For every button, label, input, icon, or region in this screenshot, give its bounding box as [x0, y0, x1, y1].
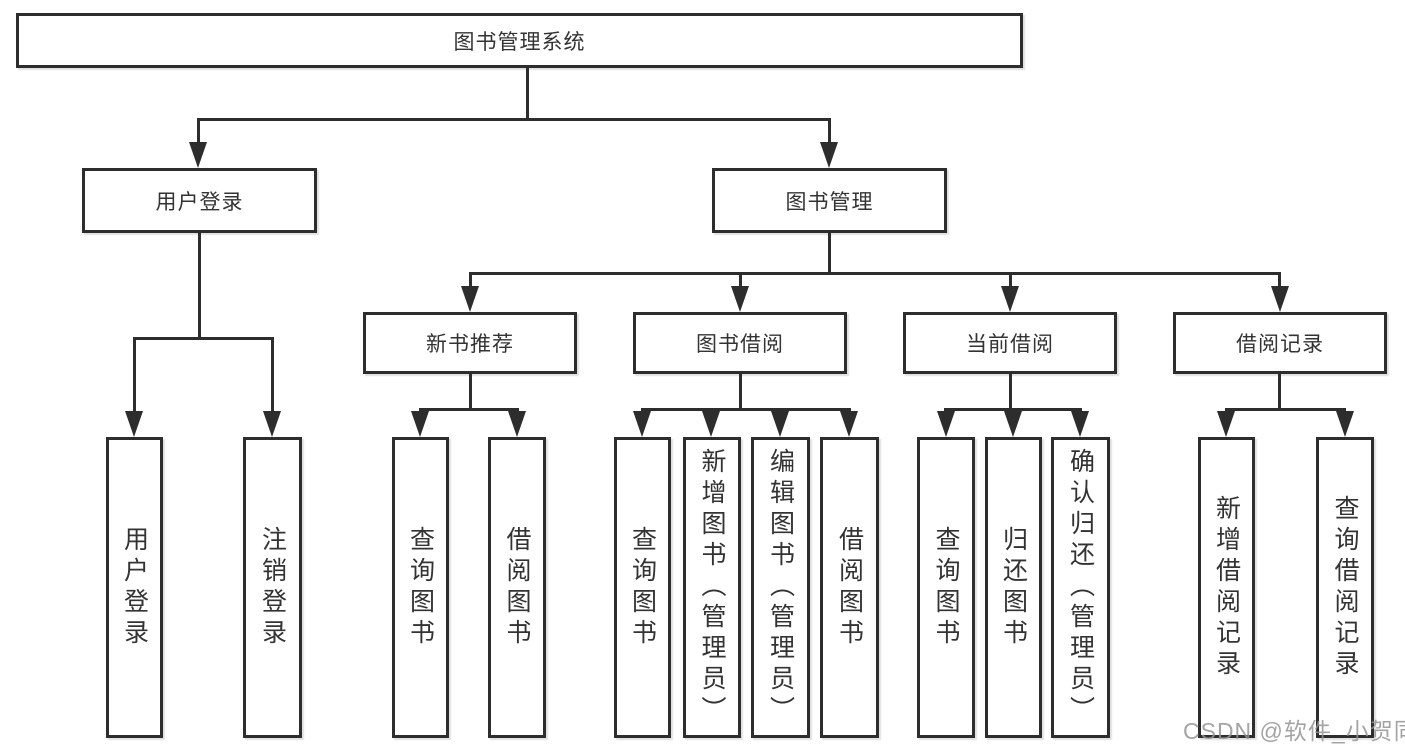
leaf-return-books: 归还图书 [985, 437, 1042, 738]
leaf-query-books-recommend: 查询图书 [392, 437, 449, 738]
arrowhead-down-icon [1001, 286, 1019, 312]
arrowhead-down-icon [771, 411, 789, 437]
arrowhead-down-icon [840, 411, 858, 437]
leaf-borrow-books-recommend: 借阅图书 [488, 437, 546, 738]
leaf-confirm-return-admin: 确认归还（管理员） [1051, 437, 1110, 738]
leaf-query-borrow-record: 查询借阅记录 [1316, 437, 1374, 738]
arrowhead-down-icon [189, 142, 207, 168]
connector-line [1225, 408, 1346, 411]
connector-line [198, 233, 201, 340]
node-current-borrowing: 当前借阅 [903, 312, 1117, 374]
arrowhead-down-icon [508, 411, 526, 437]
arrowhead-down-icon [1004, 411, 1022, 437]
connector-line [1278, 272, 1281, 290]
arrowhead-down-icon [263, 411, 281, 437]
connector-line [828, 233, 831, 275]
connector-line [271, 337, 274, 415]
connector-line [1009, 374, 1012, 411]
leaf-logout: 注销登录 [243, 437, 302, 738]
csdn-watermark: CSDN @软件_小贺同学 [1183, 718, 1405, 744]
connector-line [1009, 272, 1012, 290]
connector-line [469, 272, 1281, 275]
connector-line [739, 272, 742, 290]
arrowhead-down-icon [937, 411, 955, 437]
leaf-edit-book-admin: 编辑图书（管理员） [751, 437, 810, 738]
node-book-management: 图书管理 [712, 168, 947, 233]
node-new-book-recommend: 新书推荐 [363, 312, 577, 374]
connector-line [197, 118, 831, 121]
arrowhead-down-icon [731, 286, 749, 312]
arrowhead-down-icon [633, 411, 651, 437]
arrowhead-down-icon [1271, 286, 1289, 312]
connector-line [469, 374, 472, 411]
leaf-query-books-current: 查询图书 [917, 437, 975, 738]
connector-line [828, 118, 831, 146]
connector-line [469, 272, 472, 290]
leaf-add-book-admin: 新增图书（管理员） [683, 437, 741, 738]
arrowhead-down-icon [1217, 411, 1235, 437]
leaf-query-books-borrowing: 查询图书 [614, 437, 671, 738]
connector-line [641, 408, 851, 411]
arrowhead-down-icon [461, 286, 479, 312]
connector-line [133, 337, 136, 415]
connector-line [197, 118, 200, 146]
leaf-add-borrow-record: 新增借阅记录 [1198, 437, 1255, 738]
node-user-login: 用户登录 [82, 168, 317, 233]
connector-line [133, 337, 274, 340]
arrowhead-down-icon [1336, 411, 1354, 437]
arrowhead-down-icon [820, 142, 838, 168]
connector-line [419, 408, 519, 411]
connector-line [1278, 374, 1281, 411]
arrowhead-down-icon [1071, 411, 1089, 437]
node-borrowing-records: 借阅记录 [1173, 312, 1387, 374]
leaf-borrow-books-borrowing: 借阅图书 [820, 437, 879, 738]
arrowhead-down-icon [411, 411, 429, 437]
arrowhead-down-icon [702, 411, 720, 437]
node-book-borrowing: 图书借阅 [633, 312, 847, 374]
connector-line [739, 374, 742, 411]
arrowhead-down-icon [125, 411, 143, 437]
node-book-management-system: 图书管理系统 [16, 13, 1023, 68]
connector-line [526, 68, 529, 121]
leaf-user-login: 用户登录 [106, 437, 163, 738]
